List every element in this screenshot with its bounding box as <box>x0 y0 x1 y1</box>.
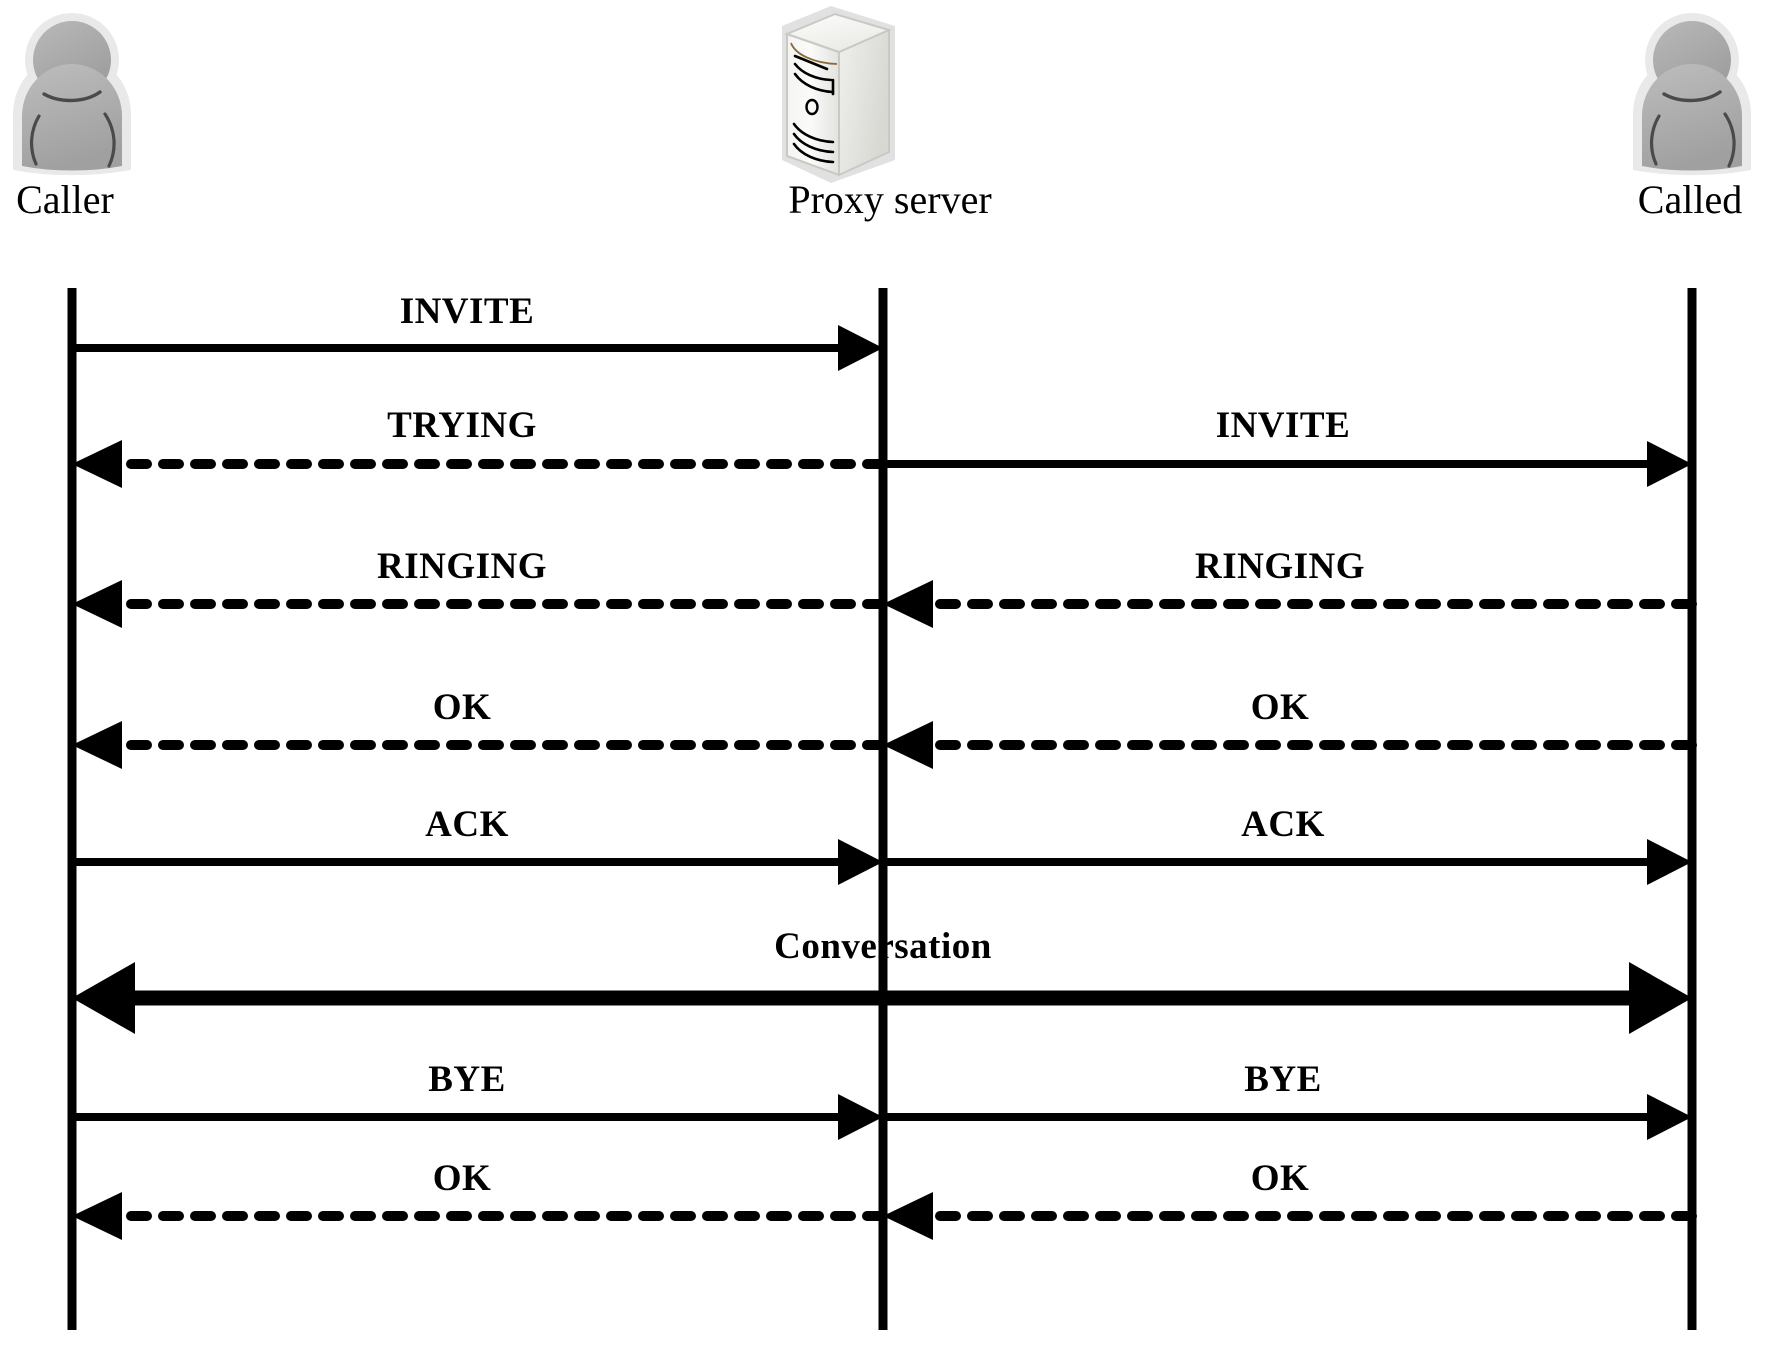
message-arrow-bye-proxy-called: BYE <box>883 1059 1692 1140</box>
server-icon <box>782 6 895 183</box>
message-arrow-ok-final-called-proxy: OK <box>883 1158 1697 1240</box>
actor-label-called: Called <box>1638 177 1742 222</box>
message-label: OK <box>1251 1158 1310 1199</box>
message-arrow-bye-caller-proxy: BYE <box>72 1059 883 1140</box>
message-arrow-ok-proxy-caller: OK <box>72 687 888 769</box>
message-arrow-ringing-called-proxy: RINGING <box>883 546 1697 628</box>
message-arrow-conversation: Conversation <box>72 926 1692 1034</box>
message-label: OK <box>433 687 492 728</box>
message-label: BYE <box>1244 1059 1322 1100</box>
message-label: BYE <box>428 1059 506 1100</box>
actor-label-proxy: Proxy server <box>788 177 991 222</box>
message-arrow-invite-proxy-called: INVITE <box>883 405 1692 487</box>
message-label: ACK <box>1241 804 1325 845</box>
message-arrow-invite-caller-proxy: INVITE <box>72 291 883 371</box>
message-arrow-ack-caller-proxy: ACK <box>72 804 883 885</box>
message-label: INVITE <box>1216 405 1351 446</box>
actor-label-caller: Caller <box>16 177 114 222</box>
message-label: RINGING <box>377 546 547 587</box>
message-label: INVITE <box>400 291 535 332</box>
message-label: RINGING <box>1195 546 1365 587</box>
message-label: OK <box>433 1158 492 1199</box>
message-arrow-ok-final-proxy-caller: OK <box>72 1158 888 1240</box>
message-arrow-trying-proxy-caller: TRYING <box>72 405 888 488</box>
message-arrow-ringing-proxy-caller: RINGING <box>72 546 888 628</box>
message-label: OK <box>1251 687 1310 728</box>
message-arrow-ok-called-proxy: OK <box>883 687 1697 769</box>
message-label: ACK <box>425 804 509 845</box>
user-icon <box>1633 13 1751 176</box>
message-label: Conversation <box>774 926 992 967</box>
user-icon <box>13 13 131 176</box>
message-arrow-ack-proxy-called: ACK <box>883 804 1692 885</box>
message-label: TRYING <box>387 405 537 446</box>
